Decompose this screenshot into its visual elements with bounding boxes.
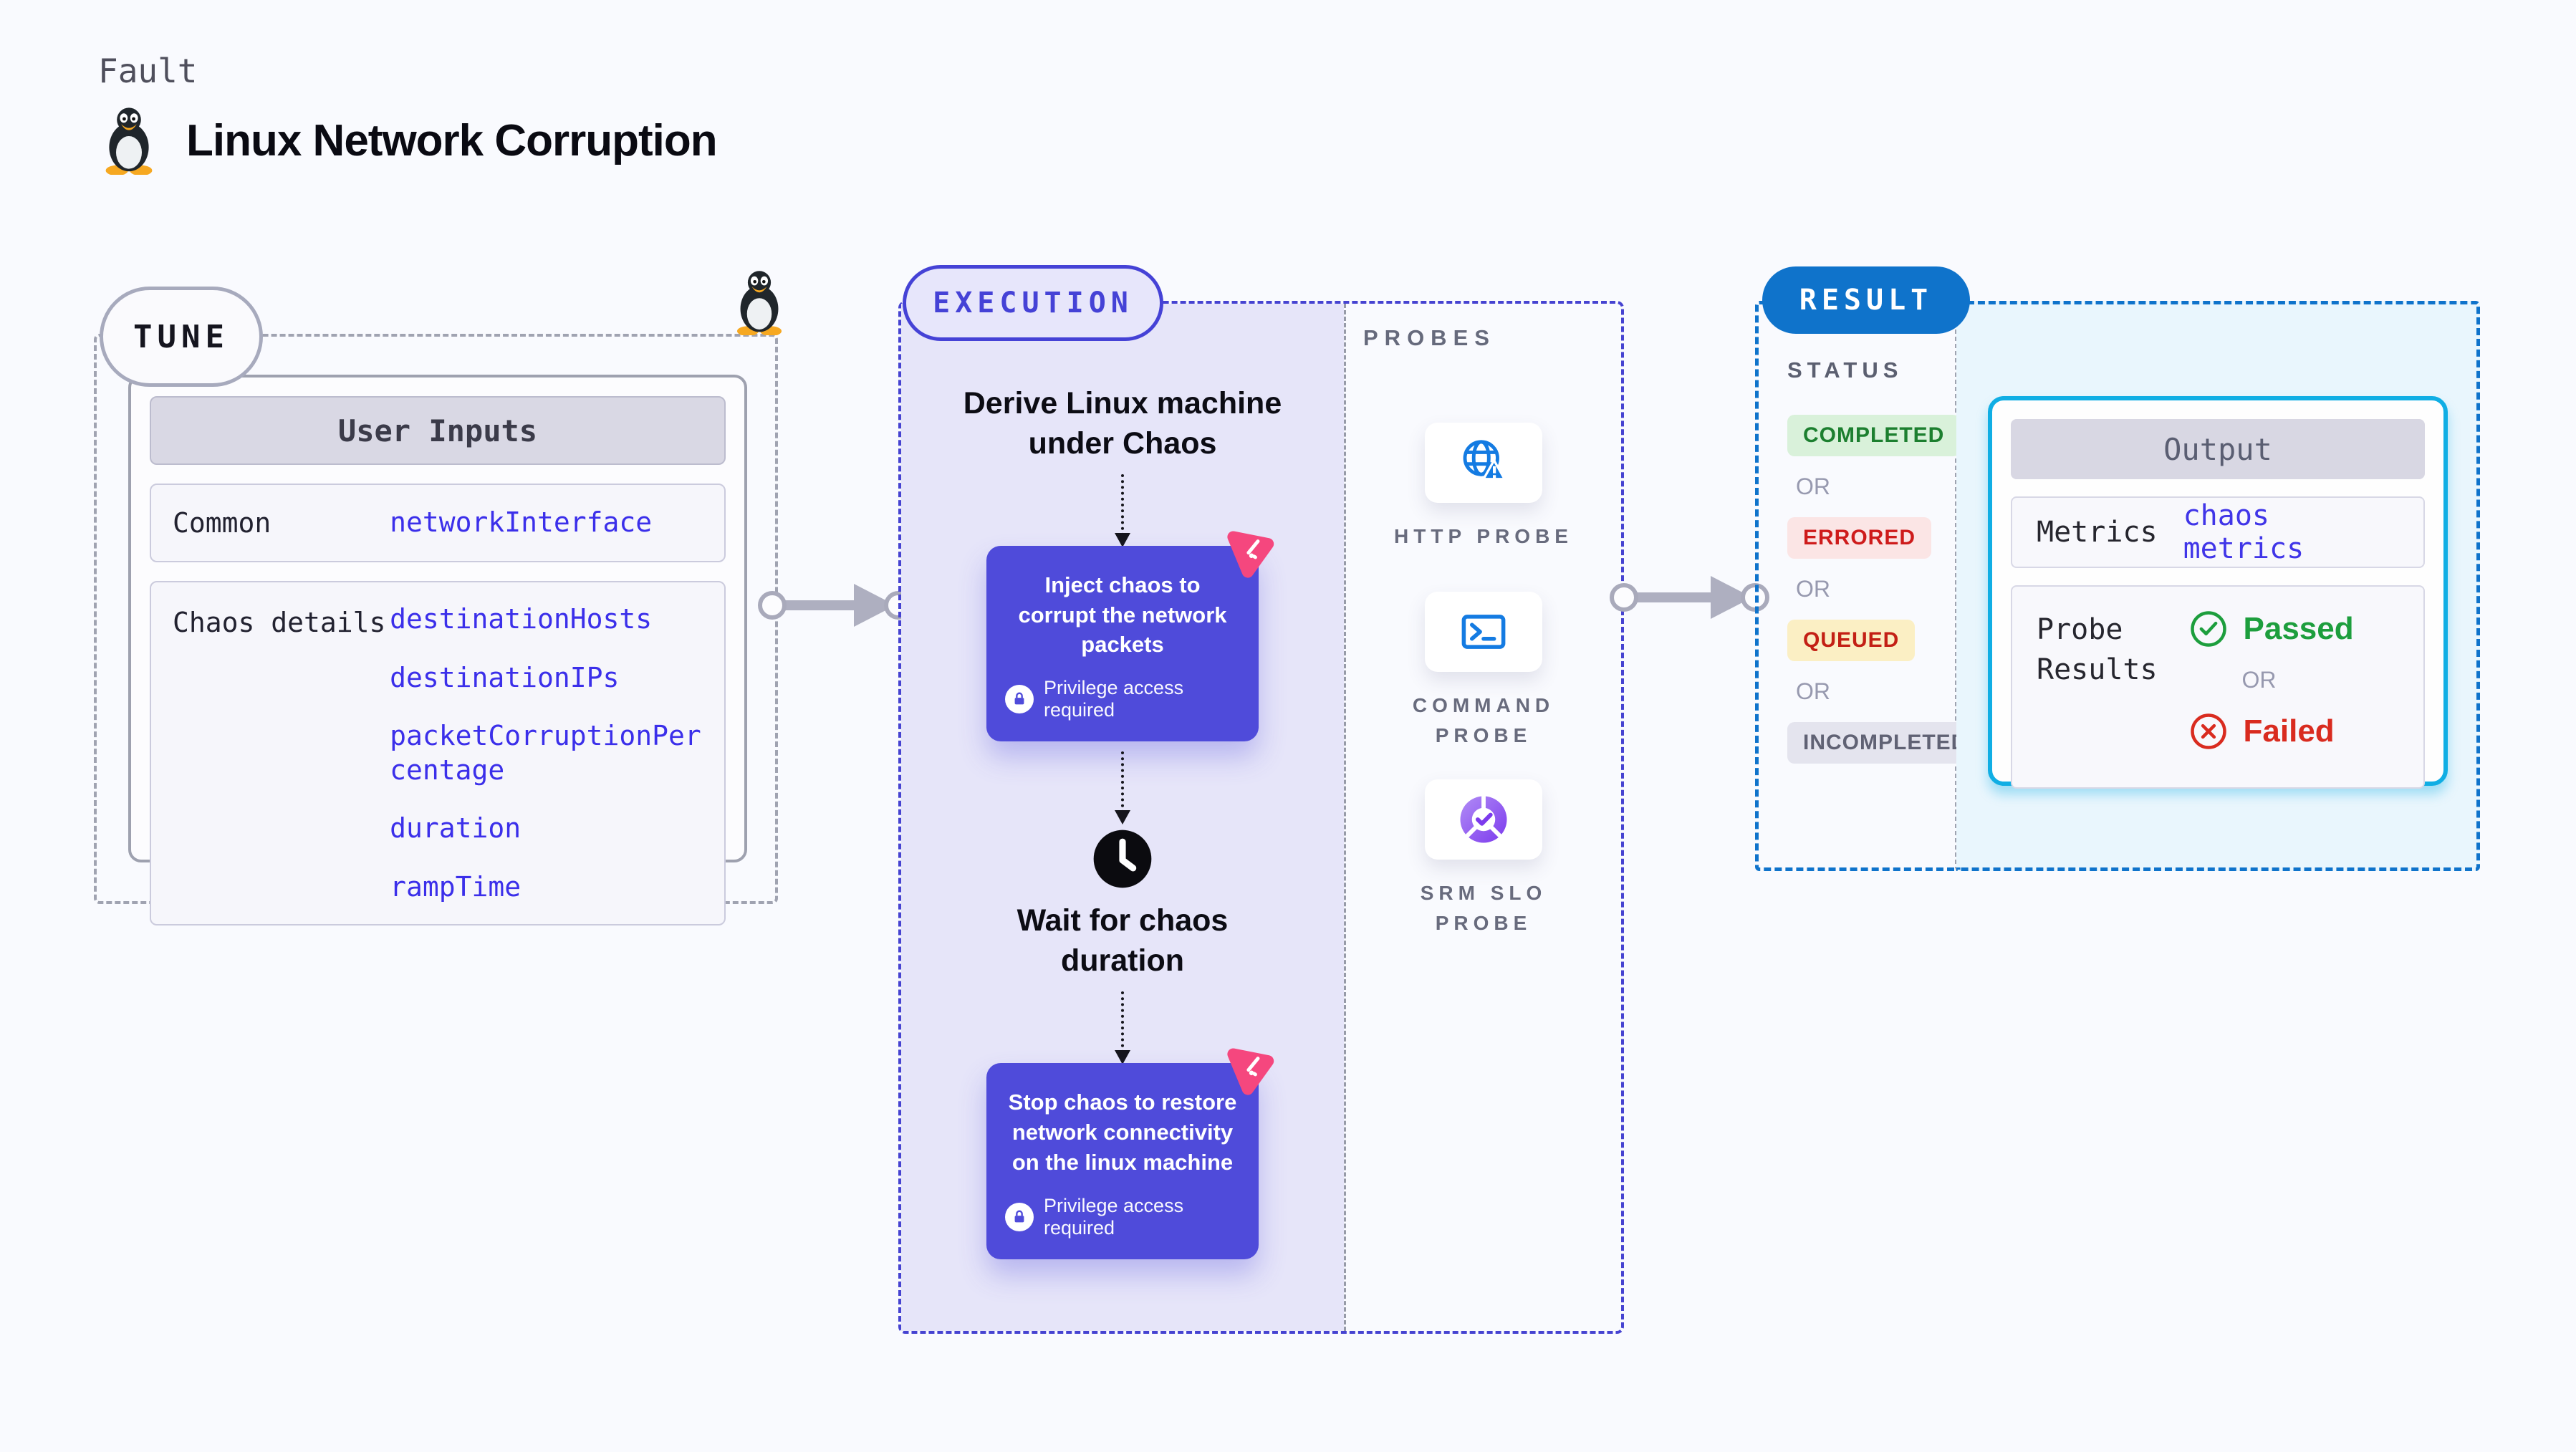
page-title: Linux Network Corruption: [186, 115, 718, 165]
x-circle-icon: [2190, 713, 2226, 749]
row-label: Chaos details: [173, 607, 386, 638]
flow-arrow-down: [1115, 751, 1130, 825]
lock-icon: [1005, 1202, 1034, 1231]
execution-badge: EXECUTION: [903, 265, 1163, 341]
chaos-spark-icon: [1227, 531, 1274, 578]
fault-kicker: Fault: [98, 52, 198, 90]
status-badge-completed: COMPLETED: [1787, 415, 1961, 456]
status-badge-incompleted: INCOMPLETED: [1787, 722, 1984, 764]
probe-results-row: Probe Results Passed OR: [2011, 585, 2425, 789]
metrics-row: Metrics chaos metrics: [2011, 496, 2425, 568]
privilege-note-text: Privilege access required: [1044, 677, 1184, 721]
tune-to-execution-arrow: [758, 578, 913, 633]
probe-label: SRM SLO PROBE: [1420, 882, 1547, 934]
or-label: OR: [1796, 678, 1830, 704]
output-header: Output: [2011, 419, 2425, 479]
output-panel: Output Metrics chaos metrics Probe Resul…: [1956, 301, 2480, 871]
input-value: rampTime: [390, 870, 522, 903]
user-inputs-header: User Inputs: [150, 396, 726, 465]
input-value: networkInterface: [390, 506, 653, 539]
terminal-icon: [1461, 615, 1506, 649]
connector-dot: [1610, 583, 1638, 612]
step-wait-label: Wait for chaos duration: [1017, 903, 1229, 979]
node-text: Inject chaos to corrupt the network pack…: [1018, 572, 1227, 658]
node-text: Stop chaos to restore network connectivi…: [1008, 1090, 1237, 1175]
input-value: packetCorruptionPercentage: [390, 720, 701, 786]
title-row: Linux Network Corruption: [100, 106, 718, 175]
or-label: OR: [1796, 576, 1830, 602]
failed-label: Failed: [2243, 713, 2335, 749]
failed-line: Failed: [2189, 712, 2354, 751]
lock-icon: [1005, 685, 1034, 714]
row-label: Common: [173, 507, 271, 539]
probe-label: HTTP PROBE: [1394, 525, 1573, 547]
probe-label: COMMAND PROBE: [1412, 694, 1555, 746]
flow-arrow-down: [1115, 473, 1130, 547]
probes-section: PROBES HTTP PROBE: [1344, 304, 1621, 1331]
result-section: STATUS COMPLETED OR ERRORED OR QUEUED OR…: [1755, 301, 2480, 871]
execution-flow: Derive Linux machine under Chaos Inject …: [901, 304, 1344, 1331]
status-badge-errored: ERRORED: [1787, 517, 1932, 559]
tune-badge: TUNE: [100, 287, 263, 387]
passed-label: Passed: [2243, 611, 2354, 646]
inject-chaos-node: Inject chaos to corrupt the network pack…: [986, 531, 1274, 742]
table-row-common: Common networkInterface: [150, 484, 726, 562]
http-probe-card: [1425, 423, 1542, 503]
or-label: OR: [1796, 473, 1830, 499]
flow-arrow-down: [1115, 991, 1130, 1065]
tux-penguin-icon: [105, 107, 153, 175]
stop-chaos-node: Stop chaos to restore network connectivi…: [986, 1048, 1274, 1259]
probe-results-label: Probe Results: [2037, 613, 2158, 686]
passed-line: Passed: [2189, 610, 2354, 648]
input-value: destinationHosts: [390, 603, 653, 635]
chaos-spark-icon: [1227, 1048, 1274, 1095]
command-probe-card: [1425, 592, 1542, 672]
table-row-chaos-details: Chaos details destinationHosts destinati…: [150, 581, 726, 925]
tux-penguin-icon: [736, 271, 782, 335]
input-value: duration: [390, 812, 522, 844]
privilege-note: Privilege access required: [1005, 677, 1240, 721]
step-derive-label: Derive Linux machine under Chaos: [963, 386, 1282, 461]
metrics-value: chaos metrics: [2183, 499, 2305, 565]
status-panel: STATUS COMPLETED OR ERRORED OR QUEUED OR…: [1755, 301, 1984, 871]
execution-to-result-arrow: [1610, 570, 1769, 625]
privilege-note-text: Privilege access required: [1044, 1194, 1184, 1239]
probes-label: PROBES: [1363, 325, 1496, 350]
srm-slo-probe-card: [1425, 779, 1542, 860]
input-value: destinationIPs: [390, 661, 620, 693]
check-circle-icon: [2190, 611, 2226, 647]
output-card: Output Metrics chaos metrics Probe Resul…: [1988, 396, 2448, 789]
or-label: OR: [2241, 667, 2277, 693]
user-inputs-table: User Inputs Common networkInterface Chao…: [128, 375, 747, 925]
privilege-note: Privilege access required: [1005, 1195, 1240, 1239]
status-badge-queued: QUEUED: [1787, 620, 1916, 661]
status-label: STATUS: [1787, 357, 1903, 383]
result-badge: RESULT: [1762, 266, 1970, 334]
execution-section: Derive Linux machine under Chaos Inject …: [898, 301, 1624, 1334]
metrics-label: Metrics: [2037, 516, 2158, 549]
clock-icon: [1091, 827, 1154, 894]
connector-dot: [758, 591, 787, 620]
globe-alert-icon: [1463, 440, 1507, 481]
slo-pie-check-icon: [1460, 794, 1507, 843]
